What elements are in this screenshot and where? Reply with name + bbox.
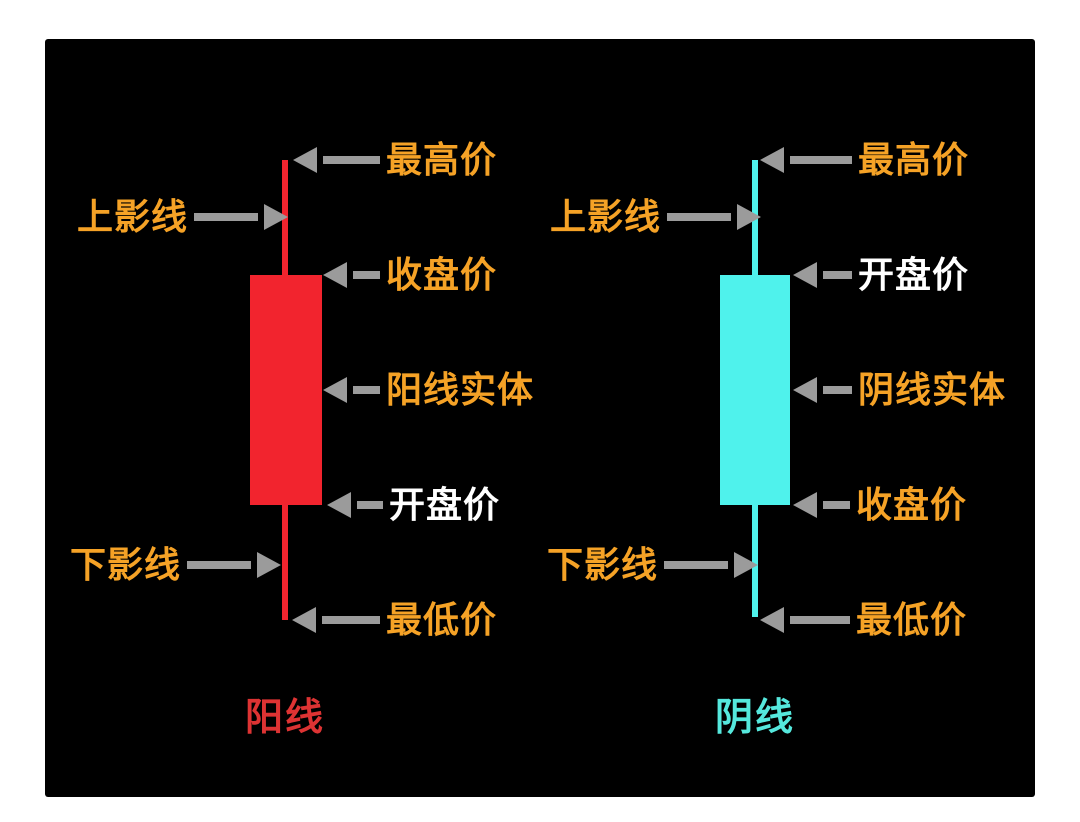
annotation-label: 下影线 [70,544,182,585]
yang-annotation-lowest-price: 最低价 [292,598,497,642]
arrow-shaft [664,561,729,569]
annotation-label: 最高价 [386,139,498,180]
annotation-label: 最低价 [386,599,498,640]
annotation-label: 开盘价 [389,484,501,525]
yang-annotation-lower-shadow: 下影线 [70,543,282,587]
arrow-shaft [353,271,380,279]
yin-annotation-body: 阴线实体 [793,368,1006,412]
arrow-left-icon [760,147,784,173]
yin-annotation-lower-shadow: 下影线 [547,543,759,587]
arrow-right-icon [734,552,759,578]
arrow-left-icon [293,147,317,173]
arrow-shaft [357,501,383,509]
arrow-left-icon [323,262,347,288]
arrow-left-icon [793,377,817,403]
annotation-label: 阴线实体 [858,369,1007,410]
arrow-shaft [187,561,252,569]
yin-annotation-highest-price: 最高价 [760,138,969,182]
yin-candle-body [720,275,790,505]
yang-annotation-close-price: 收盘价 [323,253,497,297]
yang-annotation-open-price: 开盘价 [327,483,500,527]
annotation-label: 上影线 [77,196,189,237]
annotation-label: 阳线实体 [386,369,535,410]
yin-annotation-open-price: 开盘价 [793,253,969,297]
arrow-shaft [194,213,259,221]
arrow-shaft [823,386,852,394]
yang-annotation-highest-price: 最高价 [293,138,497,182]
arrow-left-icon [323,377,347,403]
arrow-shaft [790,616,850,624]
arrow-shaft [667,213,732,221]
arrow-shaft [823,271,852,279]
yang-annotation-body: 阳线实体 [323,368,534,412]
arrow-shaft [823,501,850,509]
annotation-label: 上影线 [550,196,662,237]
diagram-panel: 最高价 上影线 收盘价 阳线实体 开盘价 下影线 最低价 阳线 最高价 [45,39,1035,797]
annotation-label: 收盘价 [386,254,498,295]
arrow-left-icon [793,262,817,288]
arrow-left-icon [793,492,817,518]
annotation-label: 下影线 [547,544,659,585]
arrow-left-icon [292,607,316,633]
arrow-shaft [322,616,380,624]
arrow-shaft [353,386,380,394]
yang-candle-title: 阳线 [244,697,325,739]
arrow-shaft [790,156,852,164]
yang-candle-body [250,275,322,505]
arrow-right-icon [257,552,282,578]
yin-annotation-upper-shadow: 上影线 [550,195,762,239]
arrow-right-icon [737,204,762,230]
annotation-label: 收盘价 [856,484,968,525]
arrow-left-icon [760,607,784,633]
annotation-label: 开盘价 [858,254,970,295]
arrow-right-icon [264,204,289,230]
arrow-left-icon [327,492,351,518]
yin-annotation-close-price: 收盘价 [793,483,967,527]
arrow-shaft [323,156,380,164]
yin-candle-title: 阴线 [714,697,795,739]
yang-annotation-upper-shadow: 上影线 [77,195,289,239]
yin-annotation-lowest-price: 最低价 [760,598,967,642]
annotation-label: 最高价 [858,139,970,180]
annotation-label: 最低价 [856,599,968,640]
